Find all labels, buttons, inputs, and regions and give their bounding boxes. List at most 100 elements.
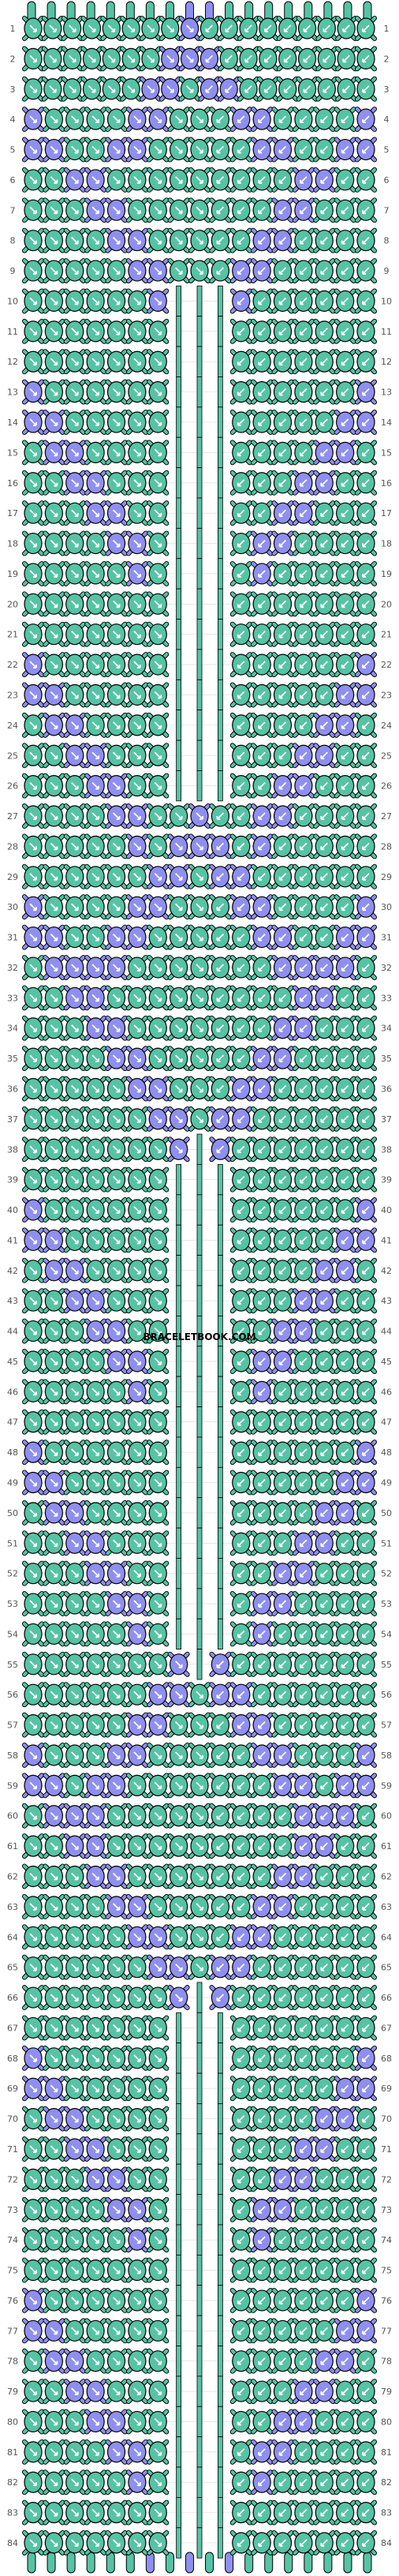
knot [271, 2409, 294, 2435]
knot [63, 379, 86, 405]
row-number-left: 18 [7, 539, 18, 549]
knot [147, 197, 170, 223]
knot [355, 1924, 377, 1950]
knot [22, 410, 44, 436]
row-number-right: 74 [381, 2235, 392, 2245]
knot [43, 2015, 65, 2041]
row-number-left: 23 [7, 690, 18, 700]
knot [271, 591, 294, 617]
knot [63, 2166, 86, 2192]
knot [125, 924, 148, 950]
knot [167, 167, 190, 193]
knot [125, 2379, 148, 2405]
knot [125, 2136, 148, 2162]
row-number-right: 80 [381, 2417, 392, 2427]
knot [334, 1106, 356, 1132]
knot [120, 46, 143, 72]
knot [147, 410, 170, 436]
row-number-right: 72 [381, 2174, 392, 2185]
knot [251, 470, 274, 496]
knot [251, 1742, 274, 1768]
bottom-string [66, 2552, 76, 2574]
knot [251, 1954, 274, 1980]
knot [147, 621, 170, 647]
knot [251, 2469, 274, 2496]
knot [158, 16, 181, 41]
knot [251, 1833, 274, 1859]
knot [22, 470, 44, 496]
knot [271, 621, 294, 647]
knot [167, 1803, 190, 1829]
knot [22, 2287, 44, 2313]
knot [188, 1924, 211, 1950]
knot [63, 318, 86, 344]
gap-strand [176, 558, 182, 590]
row-number-right: 5 [384, 145, 390, 155]
knot [147, 1046, 170, 1072]
knot [22, 2076, 44, 2102]
knot [84, 591, 107, 617]
knot [125, 1863, 148, 1889]
knot [125, 560, 148, 586]
knot [251, 227, 274, 253]
knot [229, 621, 252, 647]
knot [251, 954, 274, 980]
row-number-left: 56 [7, 1690, 18, 1700]
gap-strand [176, 2315, 182, 2346]
knot [43, 197, 65, 223]
knot [292, 1591, 315, 1617]
knot [313, 2166, 336, 2192]
knot [84, 1470, 107, 1496]
knot [334, 2227, 356, 2253]
knot [63, 1773, 86, 1799]
knot [209, 1924, 232, 1950]
knot [84, 712, 107, 738]
knot [251, 1409, 274, 1435]
knot [63, 410, 86, 436]
knot [105, 1500, 128, 1526]
knot [188, 1954, 211, 1980]
knot [147, 318, 170, 344]
knot [147, 803, 170, 829]
knot [251, 863, 274, 889]
knot [355, 1318, 377, 1344]
knot [229, 1924, 252, 1950]
knot [271, 1470, 294, 1496]
knot [22, 197, 44, 223]
knot [229, 894, 252, 920]
gap-strand [217, 1558, 223, 1589]
knot [271, 1348, 294, 1374]
gap-strand [217, 2103, 223, 2135]
knot [84, 1015, 107, 1041]
row-number-right: 17 [381, 508, 392, 519]
knot [271, 2499, 294, 2525]
knot [125, 318, 148, 344]
knot [198, 46, 221, 72]
knot [292, 2409, 315, 2435]
knot [105, 1742, 128, 1768]
knot [271, 954, 294, 980]
knot [105, 1106, 128, 1132]
gap-strand [196, 2406, 203, 2438]
knot [229, 1742, 252, 1768]
knot [251, 349, 274, 375]
knot [218, 46, 241, 72]
knot [63, 1106, 86, 1132]
knot [229, 2499, 252, 2525]
knot [158, 76, 181, 102]
row-number-left: 84 [7, 2538, 18, 2548]
knot [22, 1985, 44, 2011]
knot [147, 1651, 170, 1677]
knot [22, 1470, 44, 1496]
knot [229, 1651, 252, 1677]
knot [63, 1015, 86, 1041]
knot [334, 1591, 356, 1617]
knot [63, 1954, 86, 1980]
knot [251, 621, 274, 647]
knot [334, 1773, 356, 1799]
knot [63, 2318, 86, 2344]
knot [355, 2379, 377, 2405]
knot [125, 712, 148, 738]
knot [229, 1985, 252, 2011]
knot [105, 2409, 128, 2435]
